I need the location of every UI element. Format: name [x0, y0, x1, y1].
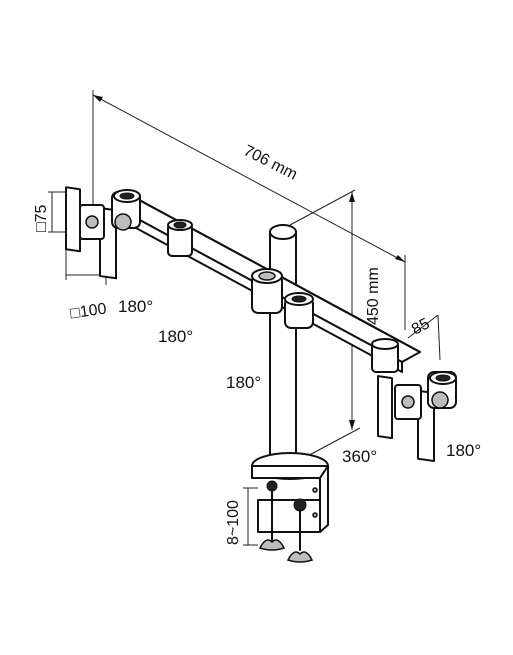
depth-label: 85 [409, 315, 433, 338]
clamp-screws [258, 489, 314, 563]
rotation-left-arm-label: 180° [158, 327, 193, 346]
clamp-dimension [243, 487, 258, 546]
rotation-center-arm-label: 180° [226, 373, 261, 392]
vesa-75-label: □75 [33, 204, 50, 232]
rotation-right-tilt-label: 180° [446, 441, 481, 460]
vesa-100-label: □100 [69, 300, 107, 322]
right-arm-slider [371, 338, 399, 373]
left-arm-slider [167, 219, 193, 257]
clamp-range-label: 8~100 [225, 500, 242, 545]
rotation-base-label: 360° [342, 447, 377, 466]
desk-clamp [251, 452, 329, 533]
height-label: 450 mm [365, 267, 382, 325]
right-vesa-head [377, 371, 457, 463]
pole [269, 224, 297, 473]
rotation-left-tilt-label: 180° [118, 297, 153, 316]
depth-dimension [407, 314, 441, 361]
center-hub [251, 268, 314, 329]
width-dimension [92, 90, 406, 330]
width-label: 706 mm [241, 142, 300, 183]
left-vesa-head [65, 186, 141, 280]
